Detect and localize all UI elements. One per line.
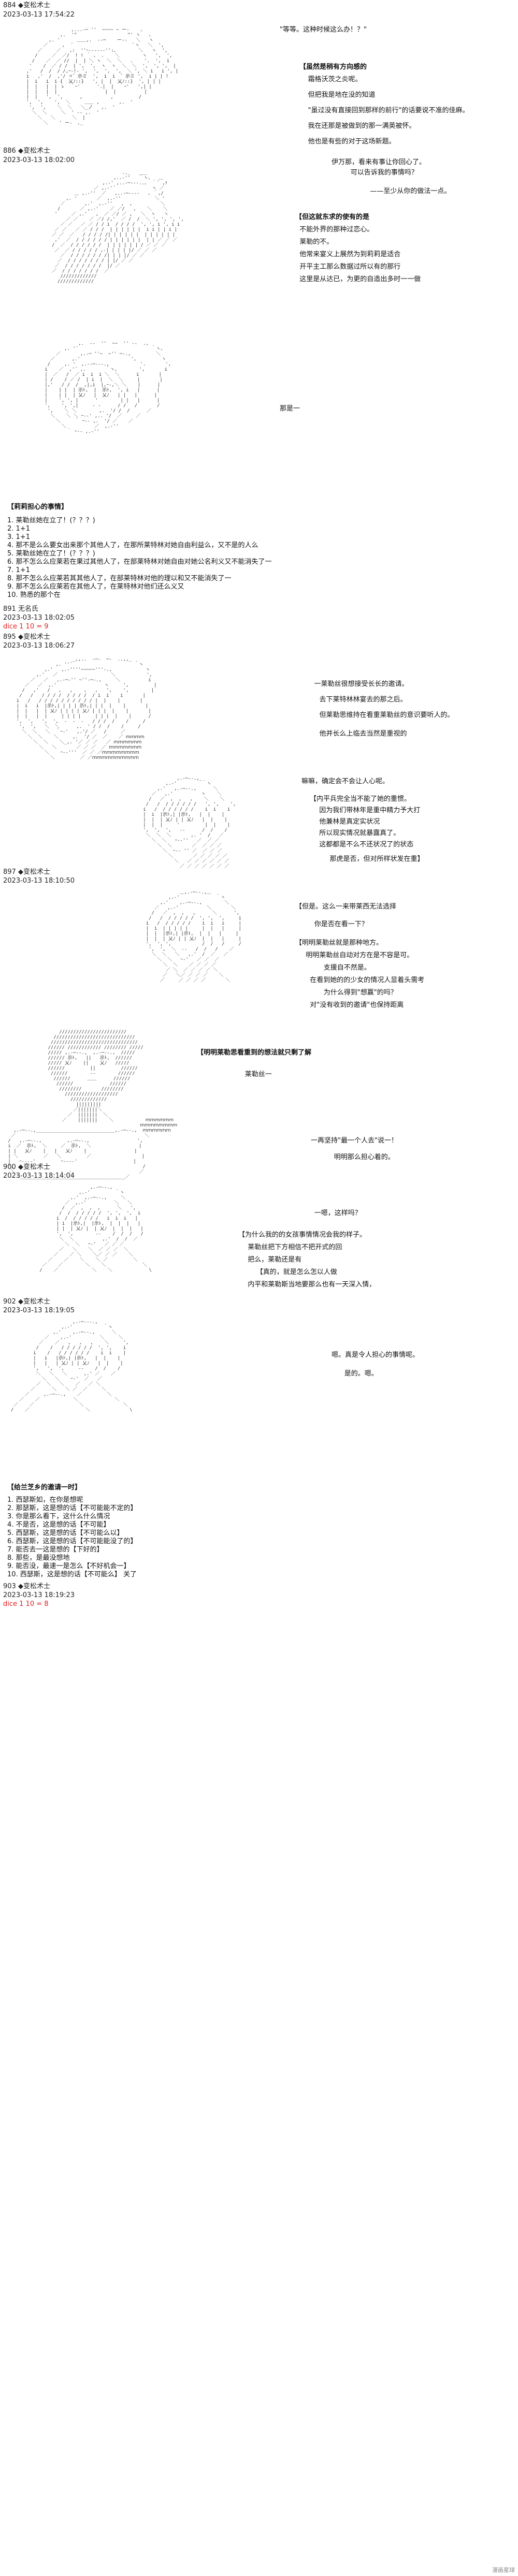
post-text: 去下莱特林林宴去的那之后。 (311, 696, 407, 704)
vote-item: 8. 那些，是最没想地 (7, 1554, 70, 1562)
vote-item: 9. 那不怎么么应莱若在其他人了，在莱特林对他们还么义又 (7, 583, 184, 591)
ascii-art-figure: ｍｍｍｍｍｍ ｍｍｍｍｍｍｍｍ ,.-─‐-.,________________… (8, 1118, 178, 1180)
post-date: 2023-03-13 18:02:00 (3, 156, 75, 164)
vote-item: 2. 那瑟斯，这是想的话【不可能能不定的】 (7, 1504, 137, 1512)
vote-item: 4. 那不是么么要女出来那个其他人了，在那所莱特林对她自由利益么，又不是的人么 (7, 541, 258, 549)
post-header: 900 ◆变松术士 (3, 1163, 50, 1171)
post-header: 886 ◆变松术士 (3, 147, 50, 155)
post-text: 【内平兵完全当不能了她的重惯。 (310, 795, 411, 803)
post-date: 2023-03-13 18:19:23 (3, 1591, 75, 1599)
post-header: 903 ◆变松术士 (3, 1583, 50, 1590)
post-text: 他兼林是真定实状况 (315, 818, 380, 826)
post-text: 为什么得到"想赢"的吗？ (311, 989, 397, 997)
dice-result: dice 1 10 = 9 (3, 623, 49, 631)
dice-result: dice 1 10 = 8 (3, 1600, 49, 1608)
post-text: 这都都是不么不还状况了的状态 (315, 841, 414, 848)
post-text: 所以现实情况就暴露真了。 (315, 829, 400, 837)
post-text: 但把我是地在没的知道 (299, 91, 376, 99)
post-text: 明明莱勒丝自动对方在是不容是可。 (301, 952, 414, 959)
vote-item: 1. 莱勒丝她在立了！(？？？) (7, 517, 95, 524)
vote-item: 2. 1+1 (7, 525, 30, 533)
post-text: 一再坚持"最一个人去"说一！ (311, 1137, 398, 1145)
ascii-art-figure: ,...-─ '' ~~~~ ~ ー- 、 ,. '" "' ヽ 、 ,. ' … (26, 27, 179, 126)
vote-item: 5. 西瑟斯，这是想的话【不可能么以】 (7, 1529, 124, 1537)
vote-item: 6. 西瑟斯，这是想的话【不可能能没了的】 (7, 1538, 137, 1545)
post-date: 2023-03-13 18:06:27 (3, 642, 75, 650)
vote-title: 【莉莉担心的事情】 (7, 503, 68, 511)
post-text: 你是否在看一下？ (301, 920, 368, 928)
post-header: 895 ◆变松术士 (3, 633, 50, 641)
roll-date: 2023-03-13 18:02:05 (3, 614, 75, 622)
post-text: 莱勒丝把下方相信不把开式的回 (243, 1243, 342, 1251)
post-date: 2023-03-13 18:10:50 (3, 877, 75, 885)
post-date: 2023-03-13 17:54:22 (3, 11, 75, 19)
ascii-art-figure: ,.-─‐‐-., ,.-' ｀ヽ ,.' ,.-─‐-., ＼ ／ ,.-' … (10, 1320, 133, 1413)
post-text: 【但这就东求的使有的是 (295, 213, 370, 221)
post-text: 不能外界的那种过恋心。 (295, 226, 374, 233)
post-text: ——至少从你的做法一点。 (332, 187, 451, 195)
post-text: 【虽然是稍有方向感的 (299, 63, 367, 71)
post-text: 可以告诉我的事情吗？ (338, 169, 418, 177)
vote-item: 3. 你是那么看下，这什么什么情况 (7, 1513, 110, 1520)
post-text: 对"没有收到的邀请"也保持距离 (306, 1001, 404, 1009)
vote-item: 8. 那不怎么么应莱若其其他人了，在部莱特林对他的理以和又不能消失了一 (7, 575, 232, 582)
post-text: 内平和莱勒斯当地要那么也有一天深入情， (243, 1281, 376, 1289)
post-header: 884 ◆变松术士 (3, 2, 50, 9)
post-text: 伊万那，看来有事让你回心了。 (332, 158, 426, 166)
post-text: 因为我们带林年是重中精力予大打 (315, 807, 421, 814)
post-text: 嘛嘛，确定会不会让人心呢。 (301, 778, 390, 785)
vote-item: 3. 1+1 (7, 533, 30, 541)
post-text: 他常来宴义上展然为到莉莉是适合 (295, 251, 401, 258)
post-text: 霜格沃茨之炎呢。 (299, 76, 362, 83)
post-date: 2023-03-13 18:19:05 (3, 1307, 75, 1314)
post-text: 一莱勒丝很想接受长长的邀请。 (306, 680, 409, 688)
post-text: 支援自不然是。 (311, 964, 371, 972)
vote-item: 7. 1+1 (7, 566, 30, 574)
post-text: 那是一 (280, 405, 300, 413)
ascii-art-figure: _,,.. -─‐ ─- ..,,_ ,. ''´ ｀ヽ ,.' ,.-''''… (16, 657, 157, 760)
vote-item: 7. 能否去一这是想的【下好的】 (7, 1546, 104, 1554)
post-text: 把么，莱勒还是有 (243, 1256, 302, 1264)
post-text: 他并长么上临去当然是重视的 (311, 730, 407, 738)
vote-item: 4. 不是否，这是想的话【不可能】 (7, 1521, 110, 1529)
post-header: 897 ◆变松术士 (3, 868, 50, 876)
post-text: 【为什么我的的女孩事情情况会我的样子。 (238, 1231, 367, 1239)
vote-item: 5. 莱勒丝她在立了！(？？？) (7, 550, 95, 558)
post-header: 902 ◆变松术士 (3, 1298, 50, 1306)
post-text: 明明那么担心着的。 (321, 1153, 395, 1161)
ascii-art-figure: //////////////////////// ///////////////… (48, 1030, 143, 1123)
post-text: 在看到她的的少女的情况人显着头需考 (306, 976, 425, 984)
ascii-art-figure: ,. -‐ '' ~~ '' ‐- ., ,. '´ ｀ヽ、 ／ ,.-─ ''… (45, 341, 171, 434)
post-text: 他也是有些的对于这场新题。 (299, 138, 396, 145)
vote-item: 10. 西瑟斯，这是想的话【不可能么】 关了 (7, 1571, 137, 1578)
post-text: 莱勒丝一 (232, 1071, 272, 1078)
post-text: 莱勒的不。 (295, 238, 334, 246)
post-text: 【但是。这么一来带莱西无法选择 (295, 903, 397, 911)
watermark-label: 漫画星球 (492, 2567, 515, 2573)
vote-item: 10. 熟悉的那个在 (7, 591, 61, 599)
post-text: 一嗯，这样吗？ (269, 1209, 362, 1217)
post-text: 【明明莱勒丝就是那种地方。 (295, 939, 383, 947)
post-text: "等等。这种时候这么办！？" (280, 26, 367, 34)
vote-item: 1. 西瑟斯如，在你是想呢 (7, 1496, 83, 1504)
post-text: "虽过没有直接回到那样的前行"的话要说不准的佳麻。 (299, 107, 469, 114)
post-date: 2023-03-13 18:14:04 (3, 1172, 75, 1180)
post-text: 是的。嗯。 (332, 1370, 378, 1378)
post-text: 我在还那是被做到的那一满英被怀。 (299, 122, 416, 130)
ascii-art-figure: ,.-─‐-., ,.-' ｀ヽ ,.' ,.-─‐-., ＼ ／ ,.-' ＼… (39, 1185, 152, 1273)
post-text: 这里是从达已，为更的自造出多时一一做 (295, 275, 421, 283)
ascii-art-figure: ＿,.-─‐-.,＿ ,.-' ｀ヽ ,.' ,.-─‐-., ＼ ／ ,.-'… (146, 890, 241, 983)
post-text: 但莱勒思维持在看重莱勒丝的意识要听人的。 (311, 711, 454, 719)
post-text: 【真的，就是怎么怎以人做 (243, 1268, 337, 1276)
roll-header: 891 无名氏 (3, 605, 38, 613)
vote-title: 【给兰芝乡的邀请一时】 (7, 1484, 82, 1491)
post-text: 嗯。真是令人担心的事情呢。 (332, 1351, 420, 1359)
post-text: 开平主工那么数据过所以有的那行 (295, 263, 401, 271)
vote-item: 9. 能否没，最速一是怎么【不好机会一】 (7, 1562, 131, 1570)
ascii-art-figure: ,.-─‐-.,_ ,.-' ｀ヽ ,.' ,.-─‐-., ＼ ／ ,.' ヽ… (143, 776, 236, 869)
post-text: 那虎是否，但对所样状发在重】 (321, 855, 424, 863)
post-text: 【明明莱勒思看重到的想法就只剩了解 (197, 1049, 312, 1057)
ascii-art-figure: .._ ___ ,..-'' ｀ヽ、 ＿ ,.-' ,..-─‐‐-..、 ｀´… (52, 170, 184, 284)
vote-item: 6. 那不怎么么应莱若在果过其他人了，在部莱特林对她自由对她公名利义又不能消失了… (7, 558, 272, 566)
